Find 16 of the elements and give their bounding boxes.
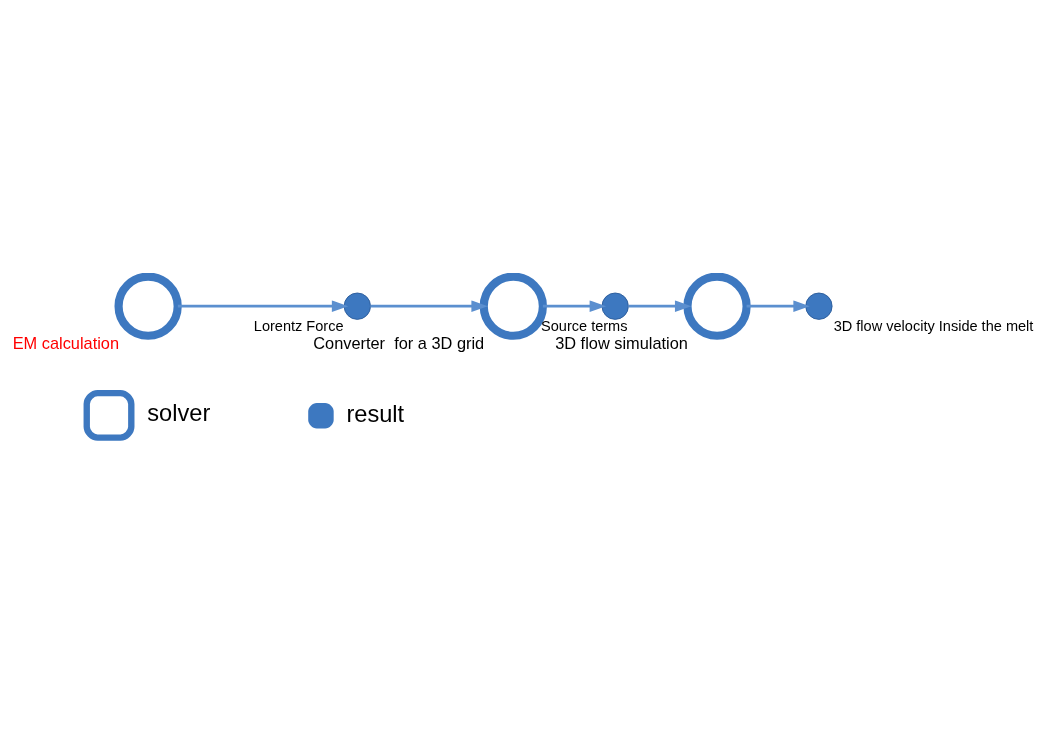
legend-label: result — [346, 400, 405, 427]
node-circle — [343, 292, 371, 320]
node-label: 3D flow velocity Inside the melt — [833, 317, 1034, 334]
node-circle — [805, 292, 833, 320]
legend-label: solver — [147, 399, 211, 426]
arrow — [628, 299, 692, 312]
arrow — [746, 299, 810, 312]
arrow — [542, 299, 607, 312]
node-circle — [601, 292, 629, 320]
node-label: Source terms — [541, 317, 628, 334]
arrow — [370, 299, 488, 312]
node-label: 3D flow simulation — [555, 333, 688, 352]
node-label: EM calculation — [12, 333, 120, 352]
node-label: Converter for a 3D grid — [313, 333, 485, 352]
arrow — [177, 299, 349, 312]
node-label: Lorentz Force — [253, 317, 344, 334]
